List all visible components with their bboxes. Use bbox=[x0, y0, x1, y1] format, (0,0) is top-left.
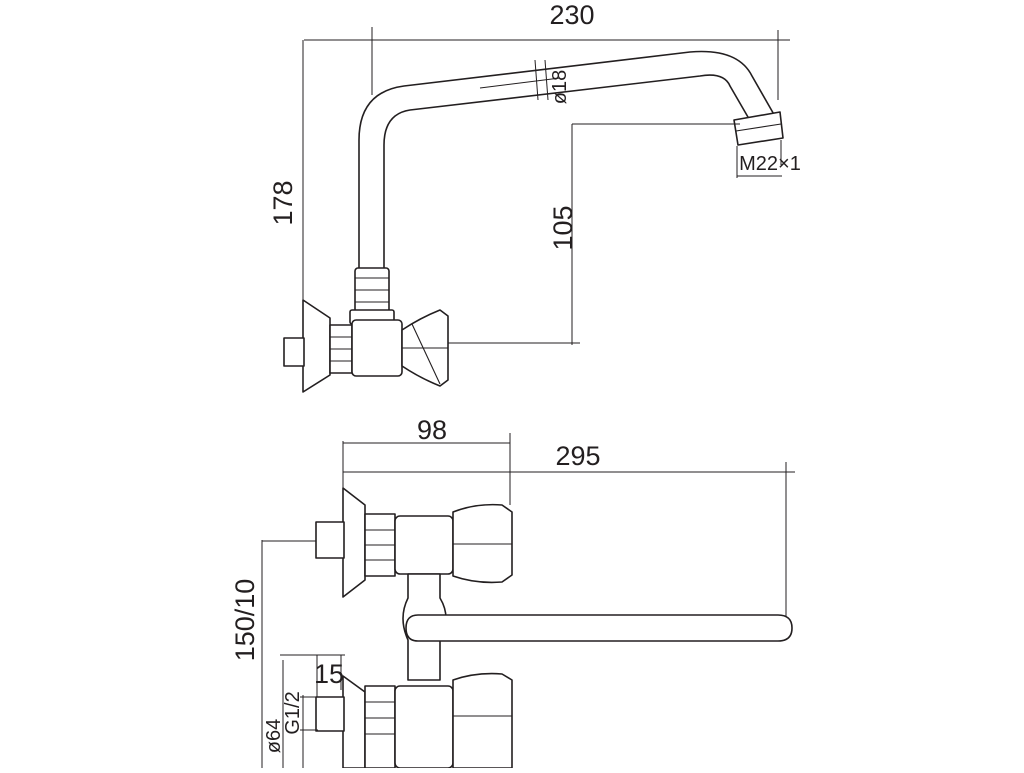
dim-outlet-label: 105 bbox=[548, 205, 578, 250]
bottom-spout bbox=[405, 614, 793, 642]
bottom-view: 98 295 150/10 bbox=[230, 415, 795, 769]
dim-flange-label: ø64 bbox=[263, 719, 285, 753]
dim-centers-150: 150/10 bbox=[230, 540, 330, 768]
dim-width-label: 230 bbox=[549, 0, 594, 30]
dim-spout-label: 295 bbox=[555, 441, 600, 471]
dim-thread-g12: G1/2 bbox=[282, 691, 318, 768]
dim-thread-label: G1/2 bbox=[282, 691, 304, 734]
dim-centers-label: 150/10 bbox=[230, 579, 260, 662]
dim-spout-295: 295 bbox=[343, 441, 795, 630]
dim-depth-label: 98 bbox=[417, 415, 447, 445]
upper-valve bbox=[315, 487, 513, 598]
valve-body bbox=[283, 299, 449, 393]
dim-diameter-label: ø18 bbox=[549, 70, 571, 104]
thread-label: M22×1 bbox=[739, 153, 801, 175]
dim-height-label: 178 bbox=[268, 180, 298, 225]
dim-height-178: 178 bbox=[268, 40, 304, 355]
dim-connector-15: 15 bbox=[280, 654, 345, 700]
thread-m22: M22×1 bbox=[736, 140, 801, 178]
dim-connector-label: 15 bbox=[314, 659, 344, 689]
dim-width-230: 230 bbox=[304, 0, 790, 100]
dim-depth-98: 98 bbox=[342, 415, 511, 505]
top-view: 230 178 ø18 M22×1 bbox=[268, 0, 801, 393]
spout-tube: ø18 bbox=[358, 50, 784, 281]
dim-flange-64: ø64 bbox=[263, 660, 285, 768]
lower-valve bbox=[315, 672, 513, 769]
swivel-joint bbox=[349, 267, 395, 325]
